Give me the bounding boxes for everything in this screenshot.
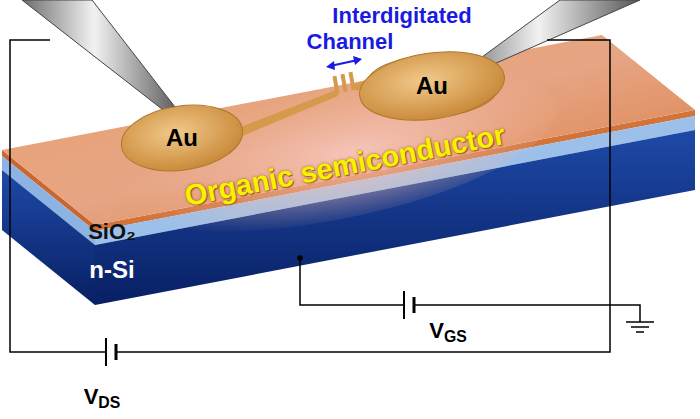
gold-electrodes: [238, 72, 374, 136]
signal-name: VDS: [84, 385, 121, 412]
callout-text: Channel: [307, 30, 394, 54]
vds-wire: [10, 40, 610, 366]
callout-text: Interdigitated: [332, 4, 471, 28]
gold-pad: Au: [120, 105, 244, 171]
channel-arrow: [326, 56, 362, 70]
gold-pad-ellipse: [355, 43, 509, 129]
gold-pad: Au: [358, 52, 506, 120]
pad-label: Au: [416, 72, 448, 100]
ground-symbol: [626, 322, 654, 332]
glow: [91, 37, 569, 262]
layer-name: SiO₂: [88, 220, 136, 244]
pad-label: Au: [166, 124, 198, 152]
vgs-wire: [298, 256, 640, 322]
signal-name: VGS: [429, 319, 467, 346]
gold-pad-ellipse: [117, 98, 247, 178]
layer-name: n-Si: [89, 257, 134, 283]
probe-needle: [22, 0, 182, 120]
